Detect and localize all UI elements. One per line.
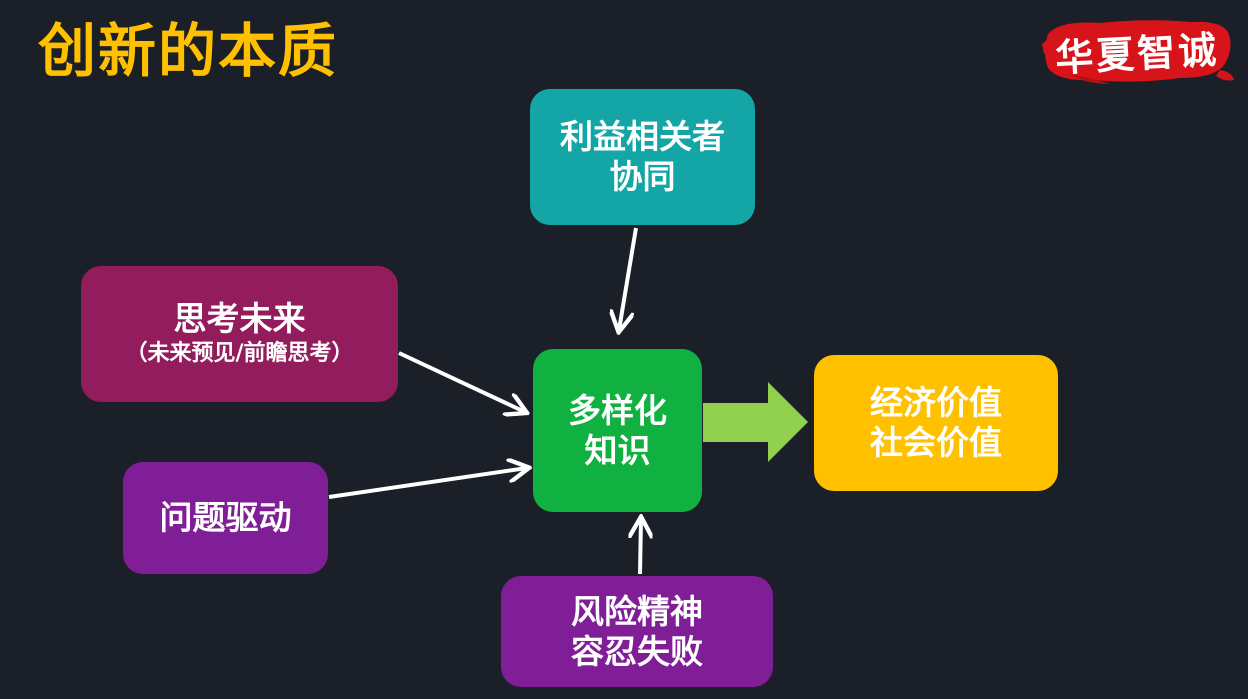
node-risk-line2: 容忍失败 [571,631,703,671]
node-diverse-knowledge: 多样化 知识 [533,349,702,512]
node-problem-driven: 问题驱动 [123,462,328,574]
node-future-line1: 思考未来 [173,299,306,338]
node-thinking-future: 思考未来 （未来预见/前瞻思考） [81,266,398,402]
node-risk-line1: 风险精神 [571,591,703,631]
node-future-line2: （未来预见/前瞻思考） [125,341,354,366]
node-knowledge-line2: 知识 [584,430,651,470]
node-risk-spirit: 风险精神 容忍失败 [501,576,773,687]
node-economic-social-value: 经济价值 社会价值 [814,355,1058,491]
arrow-risk-to-knowledge [640,519,641,575]
logo-brush-background [1042,20,1234,84]
node-value-line2: 社会价值 [870,423,1002,462]
page-title: 创新的本质 [38,17,339,85]
brand-logo: 华夏智诚 [1040,14,1234,86]
node-stakeholder-line2: 协同 [609,157,676,196]
arrow-stakeholder-to-knowledge [619,227,638,330]
node-stakeholder-synergy: 利益相关者 协同 [530,89,755,225]
node-problem-line1: 问题驱动 [159,498,292,537]
arrow-future-to-knowledge [398,351,525,412]
arrow-problem-to-knowledge [328,468,527,499]
node-value-line1: 经济价值 [870,383,1002,422]
node-knowledge-line1: 多样化 [568,390,667,430]
node-stakeholder-line1: 利益相关者 [560,117,725,156]
arrow-knowledge-to-value [703,382,808,462]
